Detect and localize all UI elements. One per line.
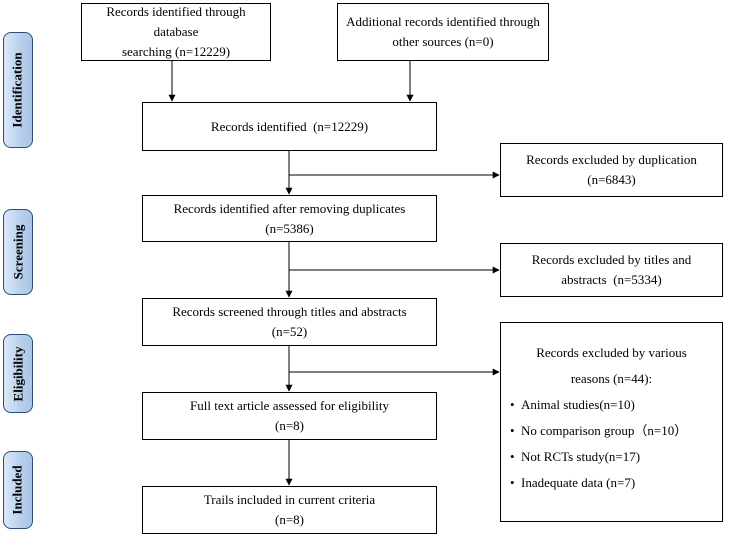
excluded-various-title: Records excluded by various reasons (n=4… xyxy=(501,323,722,392)
excluded-reasons-list: Animal studies(n=10) No comparison group… xyxy=(501,392,722,496)
box-database-search: Records identified through database sear… xyxy=(81,3,271,61)
box-included-line1: Trails included in current criteria xyxy=(203,492,376,507)
box-excluded-duplication-line1: Records excluded by duplication xyxy=(526,152,697,167)
box-other-sources-line2: other sources (n=0) xyxy=(392,34,494,49)
box-screened: Records screened through titles and abst… xyxy=(142,298,437,346)
box-included-line2: (n=8) xyxy=(275,512,304,527)
box-other-sources: Additional records identified through ot… xyxy=(337,3,549,61)
list-item: Not RCTs study(n=17) xyxy=(501,444,722,470)
box-excluded-duplication-line2: (n=6843) xyxy=(587,172,636,187)
box-excluded-various: Records excluded by various reasons (n=4… xyxy=(500,322,723,522)
list-item: Animal studies(n=10) xyxy=(501,392,722,418)
box-after-duplicates-line1: Records identified after removing duplic… xyxy=(173,200,406,216)
box-database-search-line1: Records identified through database xyxy=(106,4,246,39)
box-after-duplicates-line2: (n=5386) xyxy=(265,220,314,236)
box-excluded-titles-line1: Records excluded by titles and xyxy=(531,252,692,267)
excluded-various-title-line2: reasons (n=44): xyxy=(570,371,653,386)
box-database-search-line2: searching (n=12229) xyxy=(121,44,231,59)
excluded-various-title-line1: Records excluded by various xyxy=(536,345,687,360)
stage-identification: Identification xyxy=(3,32,33,148)
list-item: Inadequate data (n=7) xyxy=(501,470,722,496)
box-other-sources-line1: Additional records identified through xyxy=(346,14,540,29)
box-after-duplicates: Records identified after removing duplic… xyxy=(142,195,437,242)
box-records-identified-line1: Records identified (n=12229) xyxy=(210,118,369,134)
box-excluded-titles-line2: abstracts (n=5334) xyxy=(561,272,662,287)
stage-eligibility: Eligibility xyxy=(3,334,33,413)
box-records-identified: Records identified (n=12229) xyxy=(142,102,437,151)
box-included: Trails included in current criteria (n=8… xyxy=(142,486,437,534)
box-fulltext-assessed-line2: (n=8) xyxy=(275,418,304,433)
box-screened-line1: Records screened through titles and abst… xyxy=(172,304,407,319)
box-screened-line2: (n=52) xyxy=(271,324,308,339)
box-excluded-duplication: Records excluded by duplication (n=6843) xyxy=(500,143,723,197)
box-excluded-titles: Records excluded by titles and abstracts… xyxy=(500,243,723,297)
box-fulltext-assessed-line1: Full text article assessed for eligibili… xyxy=(190,398,389,413)
list-item: No comparison group（n=10） xyxy=(501,418,722,444)
box-fulltext-assessed: Full text article assessed for eligibili… xyxy=(142,392,437,440)
stage-included: Included xyxy=(3,451,33,529)
stage-screening: Screening xyxy=(3,209,33,295)
